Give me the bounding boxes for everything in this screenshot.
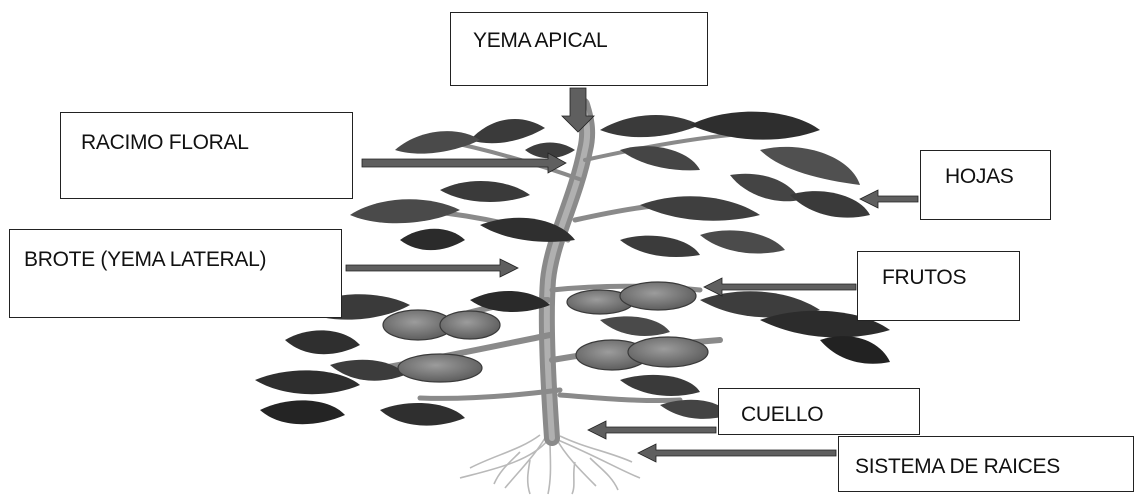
label-frutos: FRUTOS xyxy=(857,251,1020,321)
label-cuello: CUELLO xyxy=(718,388,920,435)
label-hojas-text: HOJAS xyxy=(945,165,1014,189)
label-cuello-text: CUELLO xyxy=(741,403,823,427)
label-frutos-text: FRUTOS xyxy=(882,266,966,290)
label-sistema-raices-text: SISTEMA DE RAICES xyxy=(855,455,1060,479)
arrow-hojas xyxy=(860,190,918,208)
label-yema-apical: YEMA APICAL xyxy=(450,12,708,86)
arrow-raices xyxy=(638,444,836,462)
label-brote-text: BROTE (YEMA LATERAL) xyxy=(24,248,266,272)
arrow-racimo-floral xyxy=(362,153,566,173)
label-hojas: HOJAS xyxy=(920,150,1051,220)
arrow-cuello xyxy=(588,421,716,439)
arrow-brote xyxy=(346,259,518,277)
label-racimo-floral-text: RACIMO FLORAL xyxy=(81,131,249,155)
label-sistema-raices: SISTEMA DE RAICES xyxy=(838,436,1134,492)
label-brote: BROTE (YEMA LATERAL) xyxy=(9,229,342,318)
label-racimo-floral: RACIMO FLORAL xyxy=(60,112,353,199)
label-yema-apical-text: YEMA APICAL xyxy=(473,29,607,53)
